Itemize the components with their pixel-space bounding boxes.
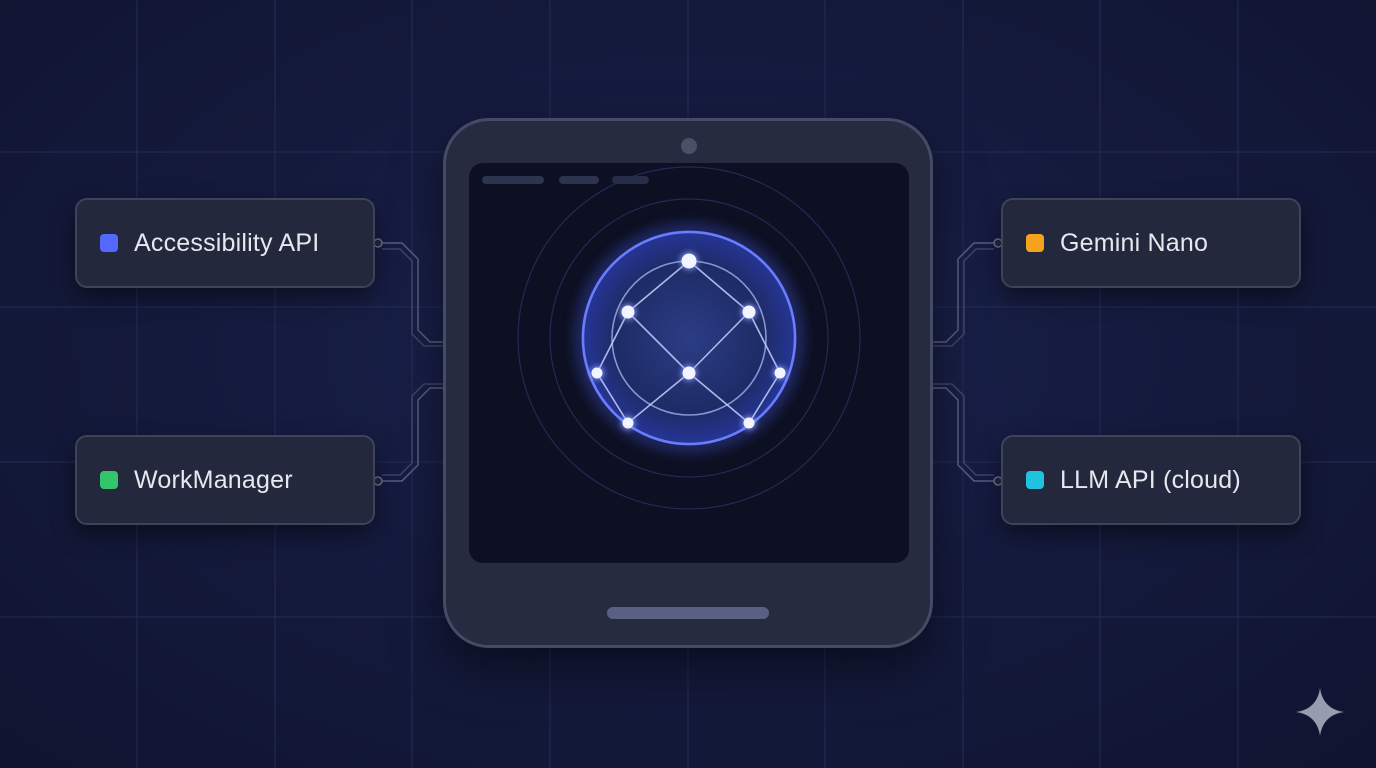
gemini-color-swatch — [1026, 234, 1044, 252]
screen-placeholder-bar-2 — [559, 176, 599, 184]
sparkle-icon — [1296, 688, 1344, 736]
network-node — [682, 366, 696, 380]
network-node — [622, 417, 634, 429]
connector-port-accessibility — [373, 238, 383, 248]
outer-ring-3 — [517, 166, 861, 510]
network-node — [621, 305, 635, 319]
connector-workmanager-inner — [382, 383, 446, 476]
llm-color-swatch — [1026, 471, 1044, 489]
network-node — [591, 367, 603, 379]
orb-glow — [577, 226, 801, 450]
connector-accessibility — [378, 242, 446, 343]
device-screen — [469, 163, 909, 563]
home-indicator-bar — [607, 607, 769, 619]
connector-gemini-inner — [930, 248, 994, 347]
screen-placeholder-bar-3 — [612, 176, 649, 184]
card-workmanager: WorkManager — [75, 435, 375, 525]
connector-gemini — [930, 242, 998, 343]
card-gemini-nano: Gemini Nano — [1001, 198, 1301, 288]
card-label: Gemini Nano — [1060, 228, 1209, 257]
screen-placeholder-bar-1 — [482, 176, 544, 184]
connector-workmanager — [378, 387, 446, 482]
connector-llm — [930, 387, 998, 482]
orb — [581, 230, 797, 446]
connector-llm-inner — [930, 383, 994, 476]
workmanager-color-swatch — [100, 471, 118, 489]
card-label: Accessibility API — [134, 228, 320, 257]
card-llm-api-cloud: LLM API (cloud) — [1001, 435, 1301, 525]
card-label: WorkManager — [134, 465, 293, 494]
card-label: LLM API (cloud) — [1060, 465, 1241, 494]
camera-icon — [681, 138, 697, 154]
network-node — [681, 253, 697, 269]
network-node — [774, 367, 786, 379]
neural-network-icon — [517, 166, 861, 510]
accessibility-color-swatch — [100, 234, 118, 252]
network-node — [742, 305, 756, 319]
connector-accessibility-inner — [382, 248, 446, 347]
android-device — [443, 118, 933, 648]
card-accessibility-api: Accessibility API — [75, 198, 375, 288]
connector-port-workmanager — [373, 476, 383, 486]
network-node — [743, 417, 755, 429]
outer-ring-2 — [549, 198, 829, 478]
